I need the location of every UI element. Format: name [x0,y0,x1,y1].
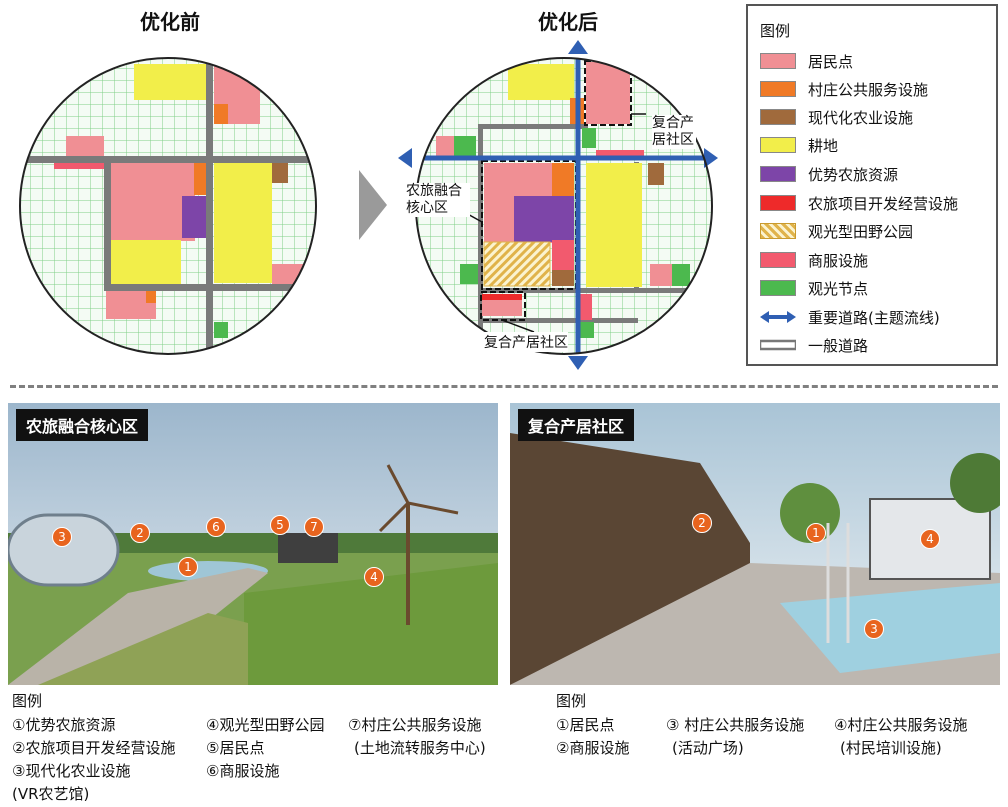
core-legend-item: ⑤居民点 [206,739,265,757]
marker-1: 1 [806,523,826,543]
marker-1: 1 [178,557,198,577]
community-legend-item: ④村庄公共服务设施 [834,716,968,734]
community-illustration [510,403,1000,685]
marker-6: 6 [206,517,226,537]
legend-swatch [760,280,796,296]
community-legend-item: (活动广场) [672,739,744,757]
core-legend-item: ⑥商服设施 [206,762,280,780]
legend-swatch [760,166,796,182]
legend-item-field-park: 观光型田野公园 [760,220,913,242]
core-legend-item: ②农旅项目开发经营设施 [12,739,176,757]
before-title: 优化前 [140,10,200,34]
community-legend-item: ①居民点 [556,716,615,734]
double-arrow-icon [760,311,796,323]
road-line-icon [760,339,796,351]
community-label: 复合产居社区 [518,409,635,441]
core-legend-item: (VR农艺馆) [12,785,90,803]
legend-swatch [760,137,796,153]
community-legend-title: 图例 [556,692,587,710]
transition-arrow-icon [359,170,387,240]
marker-3: 3 [864,619,884,639]
legend-item-commercial: 商服设施 [760,249,868,271]
road-horizontal-2 [104,284,316,291]
core-legend-item: ⑦村庄公共服务设施 [348,716,482,734]
community-legend-item: ③ 村庄公共服务设施 [666,716,805,734]
legend-swatch [760,109,796,125]
legend-item-farmland: 耕地 [760,134,838,156]
road-horizontal [20,156,316,163]
marker-4: 4 [920,529,940,549]
legend-item-main-road: 重要道路(主题流线) [760,306,940,328]
marker-5: 5 [270,515,290,535]
before-map [19,57,317,355]
legend-item-modern-agri: 现代化农业设施 [760,106,913,128]
marker-2: 2 [692,513,712,533]
core-legend-item: ③现代化农业设施 [12,762,131,780]
legend-swatch [760,252,796,268]
core-zone-rendering: 农旅融合核心区 3 2 6 5 7 1 4 [8,403,498,685]
core-legend-item: ①优势农旅资源 [12,716,116,734]
legend-title: 图例 [760,22,791,40]
marker-4: 4 [364,567,384,587]
after-title: 优化后 [538,10,598,34]
legend-item-general-road: 一般道路 [760,334,868,356]
core-zone-illustration [8,403,498,685]
marker-2: 2 [130,523,150,543]
legend-item-sightseeing-node: 观光节点 [760,277,868,299]
legend-swatch [760,81,796,97]
marker-3: 3 [52,527,72,547]
legend-swatch [760,53,796,69]
legend-swatch [760,195,796,211]
legend-panel: 图例 居民点 村庄公共服务设施 现代化农业设施 耕地 优势农旅资源 农旅项目开发… [746,4,998,366]
community-legend-item: (村民培训设施) [840,739,942,757]
label-community-top: 复合产居社区 [652,115,696,149]
legend-item-residential: 居民点 [760,50,853,72]
label-community-bottom: 复合产居社区 [484,332,568,352]
label-core-zone: 农旅融合核心区 [406,183,470,217]
core-legend-title: 图例 [12,692,43,710]
community-rendering: 复合产居社区 2 1 4 3 [510,403,1000,685]
core-zone-label: 农旅融合核心区 [16,409,149,441]
legend-item-public-service: 村庄公共服务设施 [760,78,928,100]
section-divider [10,385,998,388]
community-legend-item: ②商服设施 [556,739,630,757]
legend-item-project-facility: 农旅项目开发经营设施 [760,192,958,214]
legend-swatch [760,223,796,239]
core-legend-item: (土地流转服务中心) [354,739,486,757]
legend-item-tourism-resource: 优势农旅资源 [760,163,898,185]
core-legend-item: ④观光型田野公园 [206,716,325,734]
marker-7: 7 [304,517,324,537]
road-vertical-1 [206,58,213,354]
